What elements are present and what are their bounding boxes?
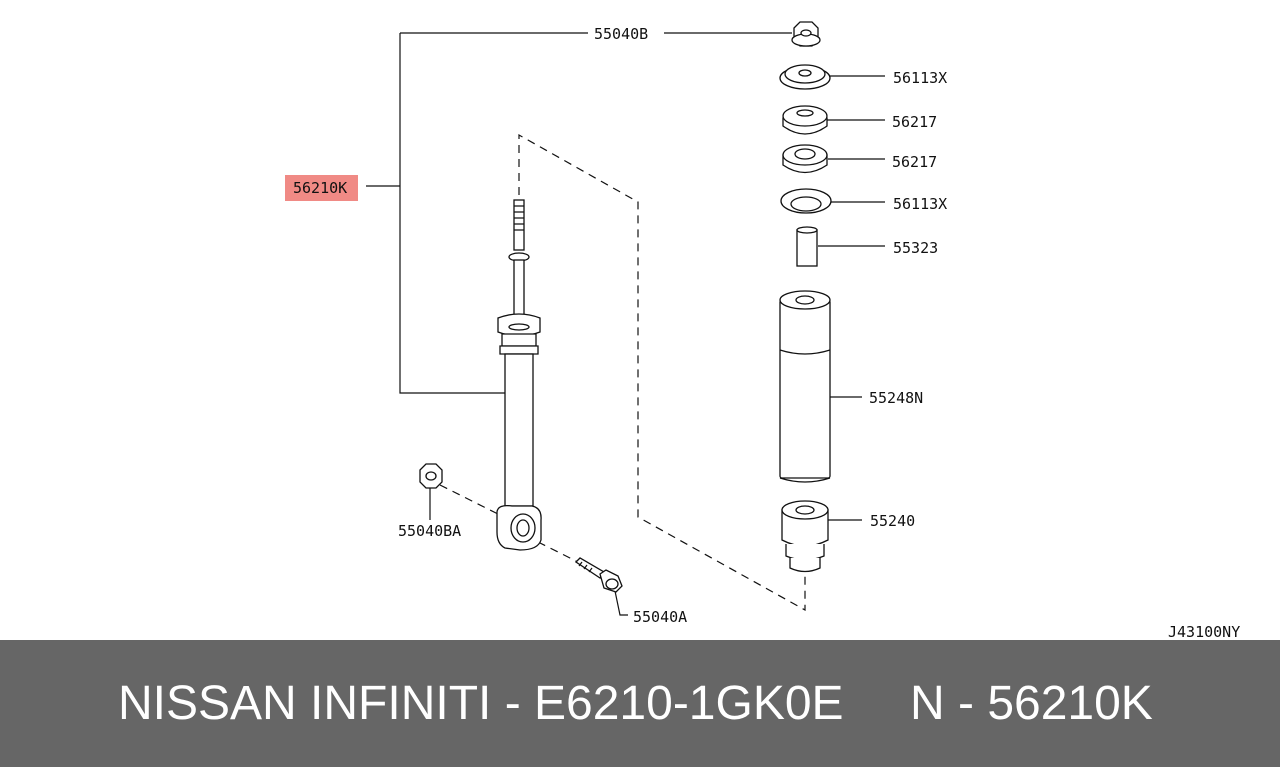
dust-cover-55248N (779, 290, 831, 483)
leader-lines (366, 32, 885, 616)
bolt-55040A (574, 557, 623, 593)
label-55040A[interactable]: 55040A (633, 608, 687, 626)
nut-55040B (791, 21, 821, 47)
part-highlight (285, 175, 358, 201)
assembly-dashed-lines (439, 133, 806, 612)
label-56113X-top[interactable]: 56113X (893, 69, 947, 87)
bump-stopper-55240 (781, 500, 829, 573)
bushing-56217-bottom (782, 144, 828, 174)
banner-part-number: N - 56210K (910, 677, 1153, 730)
label-56210K[interactable]: 56210K (293, 179, 347, 197)
bushing-56217-top (782, 105, 828, 135)
collar-55323 (796, 226, 818, 267)
label-55040B[interactable]: 55040B (594, 25, 648, 43)
label-55240[interactable]: 55240 (870, 512, 915, 530)
part-number-banner: NISSAN INFINITI - E6210-1GK0E N - 56210K (0, 640, 1280, 767)
shock-absorber (496, 199, 542, 551)
label-56217-bottom[interactable]: 56217 (892, 153, 937, 171)
banner-vehicle-part: NISSAN INFINITI - E6210-1GK0E (118, 677, 844, 730)
label-55248N[interactable]: 55248N (869, 389, 923, 407)
label-55040BA[interactable]: 55040BA (398, 522, 461, 540)
diagram-ref-code: J43100NY (1168, 623, 1240, 640)
label-55323[interactable]: 55323 (893, 239, 938, 257)
washer-56113X-bottom (780, 188, 832, 214)
parts-diagram: 55040B 56210K 56113X 56217 56217 56113X … (285, 21, 1240, 640)
nut-55040BA (419, 463, 443, 489)
label-56113X-bottom[interactable]: 56113X (893, 195, 947, 213)
washer-56113X-top (779, 64, 831, 90)
label-56217-top[interactable]: 56217 (892, 113, 937, 131)
